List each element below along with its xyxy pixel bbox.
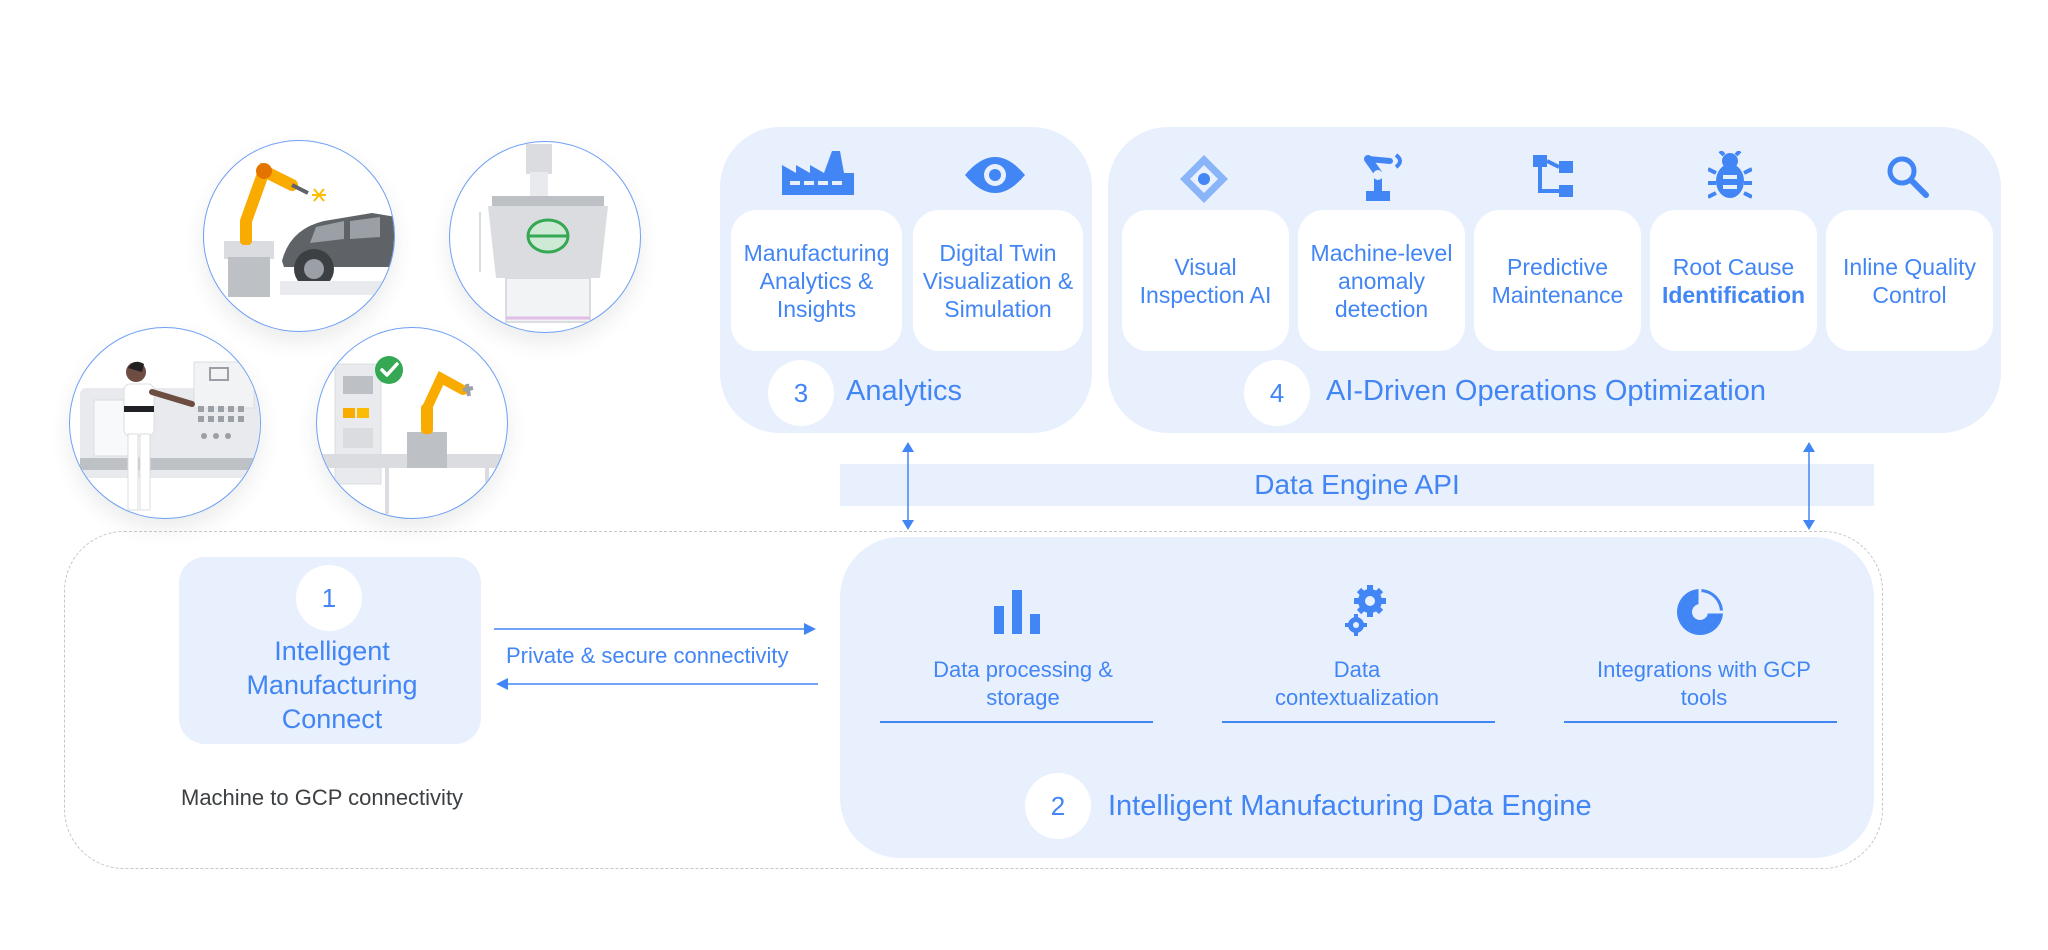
pie-chart-icon: [1676, 588, 1724, 641]
bug-icon: [1707, 149, 1753, 206]
operator-illustration: [69, 327, 261, 519]
robot-check-illustration: [316, 327, 508, 519]
data-engine-title: Intelligent Manufacturing Data Engine: [1108, 790, 1592, 822]
analytics-title: Analytics: [846, 375, 963, 407]
ai-ops-panel: Visual Inspection AI Machine-level anoma…: [1108, 127, 2001, 433]
factory-icon: [782, 151, 854, 200]
connectivity-label: Private & secure connectivity: [506, 643, 789, 668]
ai-ops-title: AI-Driven Operations Optimization: [1326, 375, 1766, 407]
operator-at-machine-icon: [80, 361, 260, 511]
gcp-integrations-label: Integrations with GCP tools: [1597, 657, 1811, 710]
bar-chart-icon: [994, 588, 1042, 639]
root-cause-card: Root Cause Identification: [1650, 210, 1817, 351]
analytics-panel: Manufacturing Analytics & Insights Digit…: [720, 127, 1092, 433]
data-engine-api-bar: Data Engine API: [840, 464, 1874, 506]
visual-inspection-card: Visual Inspection AI: [1122, 210, 1289, 351]
step-number-1: 1: [296, 565, 362, 631]
step-number-3: 3: [768, 360, 834, 426]
vessel-illustration: [449, 141, 641, 333]
ai-ops-api-arrow: [1803, 442, 1815, 530]
analytics-api-arrow: [902, 442, 914, 530]
robot-with-check-icon: [317, 356, 507, 514]
connectivity-boundary: [64, 531, 1883, 869]
anomaly-detection-card: Machine-level anomaly detection: [1298, 210, 1465, 351]
digital-twin-card: Digital Twin Visualization & Simulation: [913, 210, 1083, 351]
step-number-4: 4: [1244, 360, 1310, 426]
data-engine-api-label: Data Engine API: [1254, 469, 1460, 500]
identification-label: Identification: [1661, 281, 1806, 308]
predictive-maintenance-card: Predictive Maintenance: [1474, 210, 1641, 351]
connect-caption: Machine to GCP connectivity: [181, 785, 464, 810]
robot-arm-icon: [1360, 153, 1406, 206]
data-contextualization-underline: [1222, 721, 1495, 723]
connect-title: Intelligent Manufacturing Connect: [246, 636, 418, 734]
data-contextualization-label: Data contextualization: [1275, 657, 1439, 710]
root-cause-label: Root Cause: [1672, 253, 1795, 280]
connectivity-arrow-right: [494, 623, 816, 635]
inline-quality-card: Inline Quality Control: [1826, 210, 1993, 351]
eye-icon: [964, 155, 1026, 200]
magnifier-icon: [1886, 155, 1930, 204]
hierarchy-icon: [1533, 155, 1577, 204]
step-number-2: 2: [1025, 773, 1091, 839]
diamond-eye-icon: [1178, 153, 1230, 210]
data-processing-underline: [880, 721, 1153, 723]
gcp-integrations-underline: [1564, 721, 1837, 723]
robot-welding-car-icon: [224, 162, 394, 297]
tank-vessel-icon: [479, 144, 608, 323]
connectivity-arrow-left: [496, 678, 818, 690]
data-processing-label: Data processing & storage: [933, 657, 1113, 710]
gears-icon: [1344, 585, 1388, 642]
manufacturing-analytics-card: Manufacturing Analytics & Insights: [731, 210, 902, 351]
robot-car-illustration: [203, 140, 395, 332]
